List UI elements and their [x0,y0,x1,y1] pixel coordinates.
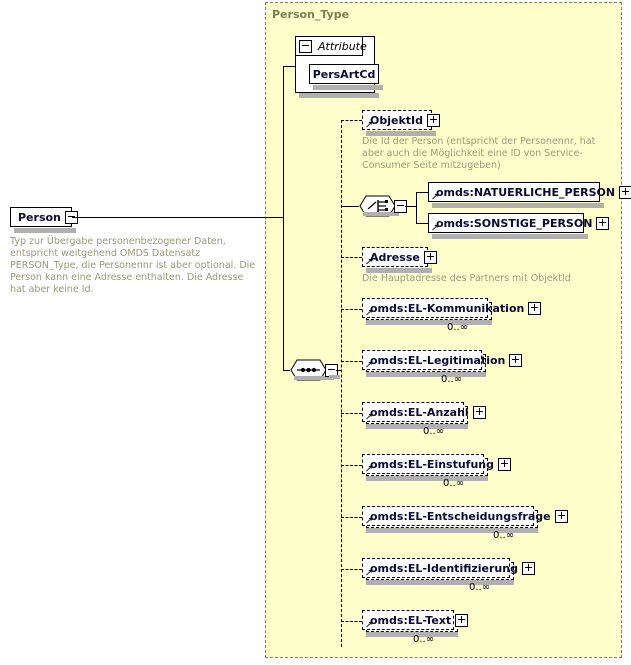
el-entscheidungsfrage-shadow [366,528,538,533]
connector-trunk-lower [283,217,284,370]
attribute-persartcd-label: PersArtCd [312,67,376,81]
element-el-einstufung[interactable]: omds:EL-Einstufung [362,454,512,474]
element-el-text[interactable]: omds:EL-Text [362,610,469,630]
element-el-anzahl-label: omds:EL-Anzahl [370,405,469,419]
connector-trunk-upper [283,66,284,218]
attribute-persartcd-shadow [313,85,383,90]
element-el-legitimation[interactable]: omds:EL-Legitimation [362,350,523,370]
connector-el-kommunikation [341,309,362,310]
connector-el-entscheidungsfrage [341,517,362,518]
connector-objektid [341,120,362,121]
sonstige-person-expand-expander[interactable] [596,216,610,230]
el-einstufung-expand-expander[interactable] [498,457,512,471]
objektid-expand-expander[interactable] [427,113,440,127]
element-el-entscheidungsfrage[interactable]: omds:EL-Entscheidungsfrage [362,506,568,526]
el-kommunikation-shadow [366,320,492,325]
element-person-label: Person [18,210,61,224]
attribute-group-shadow [299,93,379,98]
complex-type-panel [265,2,622,658]
element-el-identifizierung-label: omds:EL-Identifizierung [370,561,518,575]
el-legitimation-shadow [366,372,486,377]
connector-sequence-out [336,370,342,371]
type-title: Person_Type [272,8,350,21]
connector-to-attribute [283,66,295,67]
el-kommunikation-expand-expander[interactable] [528,301,542,315]
connector-adresse [341,257,362,258]
natuerliche-person-expand-expander[interactable] [619,185,631,199]
person-annotation: Typ zur Übergabe personenbezogener Daten… [10,236,256,295]
connector-optional-spine [341,120,342,647]
element-adresse-label: Adresse [370,250,420,264]
element-adresse[interactable]: Adresse [362,247,437,267]
connector-choice-option-1 [416,192,428,193]
natuerliche-person-shadow [432,203,604,208]
element-el-kommunikation[interactable]: omds:EL-Kommunikation [362,298,542,318]
sequence-compositor-shadow [294,376,334,380]
element-el-anzahl[interactable]: omds:EL-Anzahl [362,402,486,422]
element-natuerliche-person[interactable]: omds:NATUERLICHE_PERSON [428,182,631,202]
objektid-shadow [366,131,436,136]
connector-el-identifizierung [341,569,362,570]
adresse-expand-expander[interactable] [423,250,437,264]
connector-choice-option-2 [416,223,428,224]
element-el-kommunikation-label: omds:EL-Kommunikation [370,301,525,315]
el-legitimation-cardinality: 0..∞ [441,374,463,385]
sonstige-person-shadow [432,234,588,239]
connector-el-einstufung [341,465,362,466]
el-einstufung-cardinality: 0..∞ [443,478,465,489]
attribute-group-header[interactable]: Attribute [295,36,367,56]
person-box-shadow [14,228,76,233]
el-text-cardinality: 0..∞ [413,634,435,645]
el-text-expand-expander[interactable] [455,613,469,627]
el-entscheidungsfrage-expand-expander[interactable] [554,509,568,523]
connector-choice-branch [416,192,417,223]
choice-compositor-shadow [363,212,399,216]
adresse-shadow [366,268,432,273]
connector-person-main [72,217,283,218]
element-el-einstufung-label: omds:EL-Einstufung [370,457,495,471]
element-el-identifizierung[interactable]: omds:EL-Identifizierung [362,558,535,578]
connector-el-anzahl [341,413,362,414]
el-anzahl-cardinality: 0..∞ [423,426,445,437]
element-objektid[interactable]: ObjektId [362,110,440,130]
element-sonstige-person-label: omds:SONSTIGE_PERSON [436,216,593,230]
sequence-expander-shadow [329,375,340,379]
element-adresse-annotation: Die Hauptadresse des Partners mit Objekt… [362,273,571,284]
attribute-group-label: Attribute [318,39,367,53]
el-text-shadow [366,632,458,637]
el-kommunikation-cardinality: 0..∞ [447,322,469,333]
sequence-compositor[interactable] [290,359,334,381]
element-natuerliche-person-label: omds:NATUERLICHE_PERSON [436,185,616,199]
element-el-text-label: omds:EL-Text [370,613,452,627]
element-sonstige-person[interactable]: omds:SONSTIGE_PERSON [428,213,610,233]
el-identifizierung-cardinality: 0..∞ [469,582,491,593]
connector-choice-out [405,206,416,207]
el-anzahl-shadow [366,424,468,429]
attribute-persartcd[interactable]: PersArtCd [309,64,379,84]
element-objektid-annotation: Die Id der Person (entspricht der Person… [362,136,596,171]
connector-to-sequence [283,370,290,371]
element-objektid-label: ObjektId [370,113,423,127]
el-legitimation-expand-expander[interactable] [509,353,523,367]
connector-el-text [341,621,362,622]
el-entscheidungsfrage-cardinality: 0..∞ [493,530,515,541]
el-identifizierung-expand-expander[interactable] [521,561,535,575]
attribute-collapse-expander[interactable] [299,39,312,53]
el-identifizierung-shadow [366,580,514,585]
element-el-legitimation-label: omds:EL-Legitimation [370,353,506,367]
el-einstufung-shadow [366,476,488,481]
connector-el-legitimation [341,361,362,362]
choice-compositor[interactable] [359,195,403,217]
element-person[interactable]: Person [10,207,78,227]
el-anzahl-expand-expander[interactable] [472,405,486,419]
element-el-entscheidungsfrage-label: omds:EL-Entscheidungsfrage [370,509,551,523]
connector-to-choice [341,206,359,207]
